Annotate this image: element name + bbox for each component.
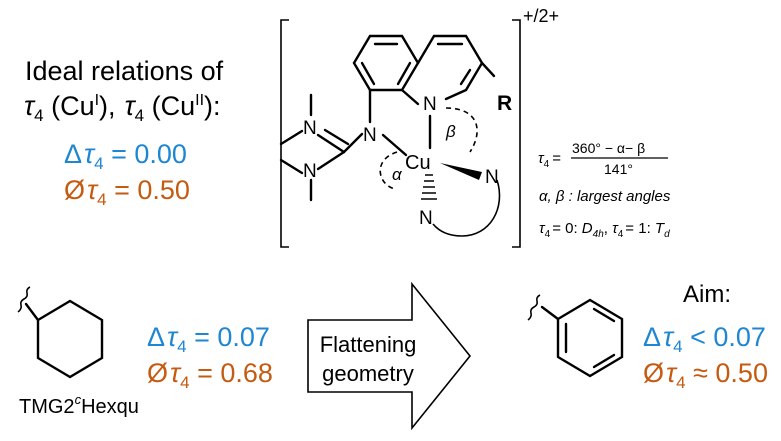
quinoline-n-atom: N xyxy=(423,94,437,115)
aim-title: Aim: xyxy=(683,281,731,308)
attachment-squiggle-cyclohexyl xyxy=(17,286,31,313)
ideal-relations-block: Ideal relations of τ4 (CuI),τ4 (CuII): Δ… xyxy=(24,56,224,209)
amide-n-atom: N xyxy=(363,125,377,146)
cyclohexyl-substituent: TMG2cHexqu xyxy=(17,286,139,418)
guanidine-n-atom-top: N xyxy=(303,118,317,139)
aim-delta-tau: Δτ4 < 0.07 xyxy=(643,322,766,356)
right-bracket xyxy=(512,19,521,248)
tau4-limits-note: τ4= 0: D4h, τ4= 1: Td xyxy=(539,220,670,240)
arrow-shape xyxy=(307,281,472,431)
cyclohexyl-delta-tau: Δτ4 = 0.07 xyxy=(147,322,270,356)
ligand-n-atom-bottom: N xyxy=(419,208,433,229)
largest-angles-note: α, β : largest angles xyxy=(539,188,671,205)
cyclohexane-ring xyxy=(36,299,104,379)
tau4-formula: τ4= 360° − α− β 141° α, β : largest angl… xyxy=(538,140,671,240)
benzene-ring xyxy=(556,298,624,378)
left-bracket xyxy=(280,19,289,248)
attachment-squiggle-phenyl xyxy=(527,294,541,321)
phenyl-substituent xyxy=(527,294,624,378)
ideal-delta-tau: Δτ4 = 0.00 xyxy=(64,139,187,173)
guanidine-group xyxy=(279,93,364,202)
alpha-label: α xyxy=(392,165,403,184)
quinoline xyxy=(352,34,496,124)
guanidine-n-atom-bottom: N xyxy=(303,161,317,182)
ideal-relations-cu-line: τ4 (CuI),τ4 (CuII): xyxy=(24,91,221,125)
flattening-arrow: Flattening geometry xyxy=(307,281,472,431)
cyclohexyl-avg-tau: Øτ4 = 0.68 xyxy=(147,358,273,392)
copper-atom: Cu xyxy=(405,152,431,174)
aim-block: Aim: Δτ4 < 0.07 Øτ4 ≈ 0.50 xyxy=(643,281,768,392)
cyclohexyl-values: Δτ4 = 0.07 Øτ4 = 0.68 xyxy=(147,322,273,392)
r-substituent: R xyxy=(497,92,512,115)
charge-label: +/2+ xyxy=(523,6,559,26)
formula-numerator: 360° − α− β xyxy=(572,140,645,156)
ligand-n-atom-right: N xyxy=(485,167,499,188)
ideal-avg-tau: Øτ4 = 0.50 xyxy=(64,175,190,209)
ideal-relations-title: Ideal relations of xyxy=(25,56,224,86)
aim-avg-tau: Øτ4 ≈ 0.50 xyxy=(643,358,768,392)
arrow-label-line2: geometry xyxy=(322,361,414,386)
beta-label: β xyxy=(445,122,456,141)
copper-bonds xyxy=(381,114,501,237)
complex-structure: +/2+ N R N Cu N N N N xyxy=(279,6,559,248)
formula-denominator: 141° xyxy=(604,161,633,177)
formula-lhs: τ4= xyxy=(538,150,561,170)
arrow-label-line1: Flattening xyxy=(320,332,417,357)
compound-label: TMG2cHexqu xyxy=(19,392,139,418)
alpha-angle-arc xyxy=(379,151,398,190)
